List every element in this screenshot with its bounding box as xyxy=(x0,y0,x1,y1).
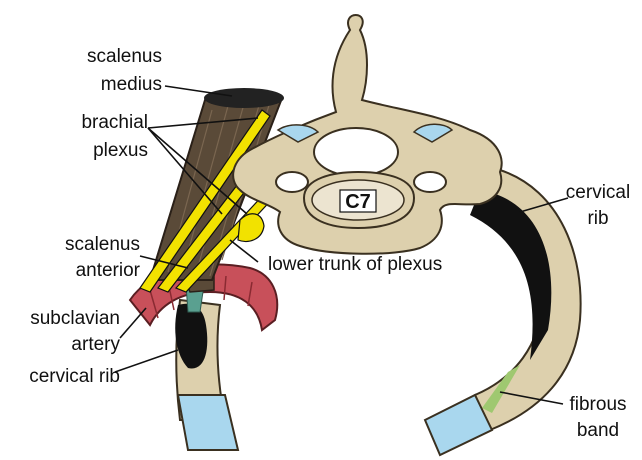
label-fibrous-band-1: fibrous xyxy=(569,394,626,415)
label-scalenus-medius-2: medius xyxy=(101,74,162,95)
c7-vertebra: C7 xyxy=(233,15,502,254)
label-scalenus-anterior-1: scalenus xyxy=(65,234,140,255)
label-cervical-rib-left: cervical rib xyxy=(29,366,120,387)
left-transverse-foramen xyxy=(276,172,308,192)
vertebral-canal xyxy=(314,128,398,176)
label-brachial-plexus-2: plexus xyxy=(93,140,148,161)
label-cervical-rib-right-2: rib xyxy=(587,208,608,229)
label-subclavian-artery-1: subclavian xyxy=(30,308,120,329)
label-cervical-rib-right-1: cervical xyxy=(566,182,630,203)
left-rib-cartilage xyxy=(178,395,238,450)
label-brachial-plexus-1: brachial xyxy=(81,112,148,133)
label-lower-trunk: lower trunk of plexus xyxy=(268,254,442,275)
label-scalenus-medius-1: scalenus xyxy=(87,46,162,67)
label-subclavian-artery-2: artery xyxy=(71,334,120,355)
label-fibrous-band-2: band xyxy=(577,420,619,441)
vertebra-label: C7 xyxy=(345,191,371,213)
label-scalenus-anterior-2: anterior xyxy=(76,260,141,281)
scalenus-medius-top xyxy=(204,88,284,108)
right-transverse-foramen xyxy=(414,172,446,192)
